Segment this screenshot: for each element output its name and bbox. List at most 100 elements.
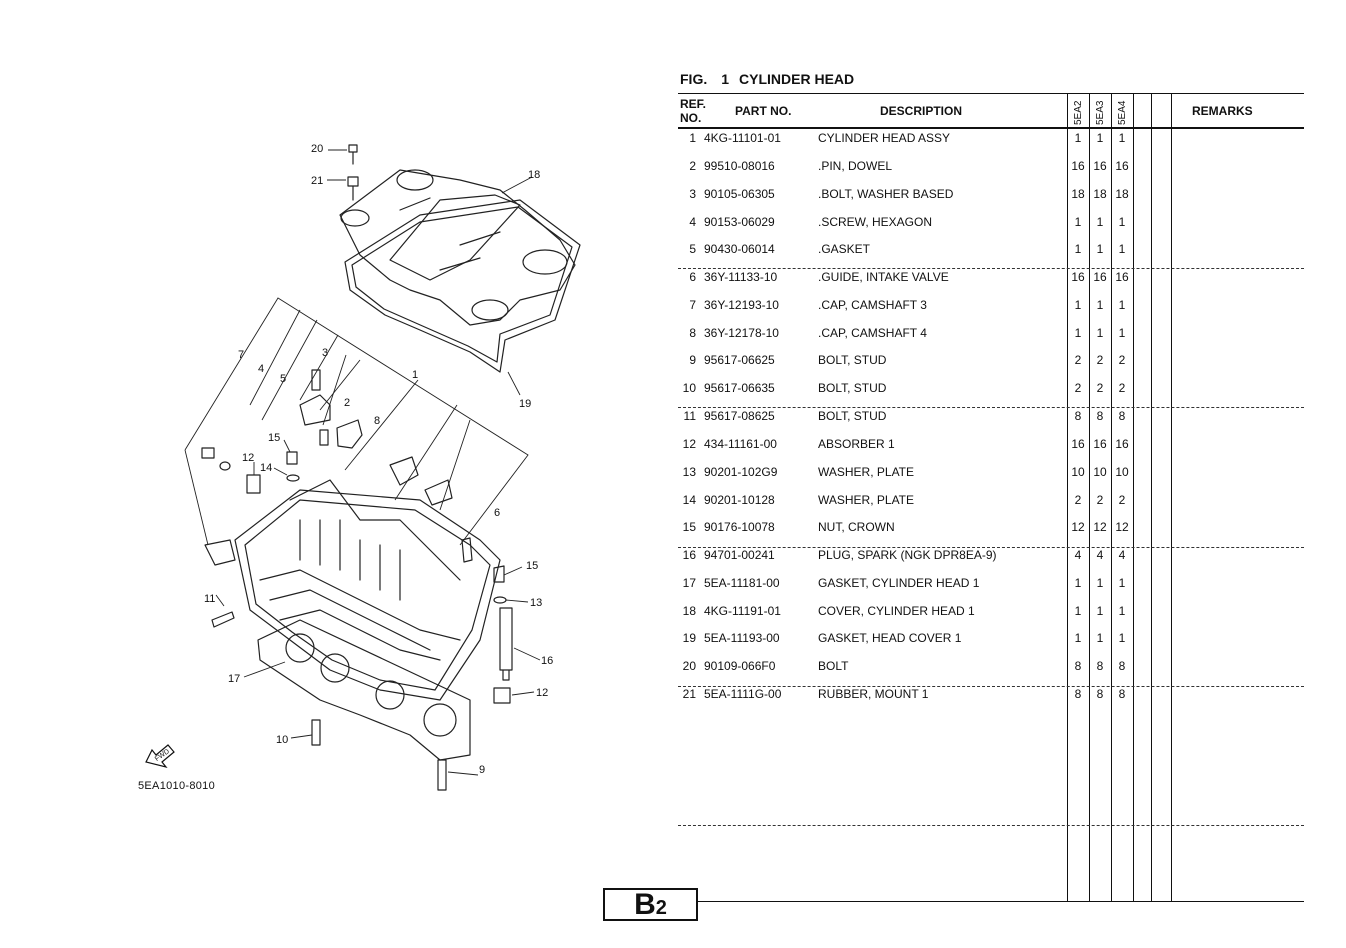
part-no-cell: 5EA-11193-00 — [704, 631, 780, 645]
callout-20: 20 — [311, 143, 323, 155]
qty-5ea2-cell: 8 — [1074, 687, 1082, 701]
description-cell: BOLT — [818, 659, 849, 673]
qty-5ea2-cell: 1 — [1074, 131, 1082, 145]
qty-5ea4-cell: 1 — [1118, 576, 1126, 590]
description-cell: .GUIDE, INTAKE VALVE — [818, 270, 949, 284]
qty-5ea3-cell: 8 — [1096, 659, 1104, 673]
qty-5ea3-cell: 1 — [1096, 131, 1104, 145]
ref-no-cell: 6 — [689, 270, 696, 284]
ref-no-cell: 14 — [682, 493, 696, 507]
ref-no-cell: 1 — [689, 131, 696, 145]
figure-name: CYLINDER HEAD — [739, 71, 855, 87]
ref-no-cell: 13 — [682, 465, 696, 479]
part-no-cell: 5EA-1111G-00 — [704, 687, 782, 701]
header-model-5ea3: 5EA3 — [1095, 100, 1106, 125]
part-no-cell: 90201-102G9 — [704, 465, 778, 479]
header-model-5ea4: 5EA4 — [1117, 100, 1128, 125]
ref-no-cell: 12 — [682, 437, 696, 451]
ref-no-cell: 21 — [682, 687, 696, 701]
callout-18: 18 — [528, 169, 540, 181]
qty-5ea2-cell: 1 — [1074, 631, 1082, 645]
qty-5ea2-cell: 1 — [1074, 298, 1082, 312]
ref-no-cell: 4 — [689, 215, 696, 229]
ref-no-cell: 9 — [689, 353, 696, 367]
qty-5ea3-cell: 8 — [1096, 687, 1104, 701]
ref-no-cell: 2 — [689, 159, 696, 173]
part-no-cell: 36Y-12178-10 — [704, 326, 779, 340]
header-ref-no: REF. NO. — [680, 97, 707, 125]
qty-5ea2-cell: 2 — [1074, 381, 1082, 395]
ref-no-cell: 11 — [683, 409, 696, 423]
callout-8: 8 — [374, 415, 380, 427]
qty-5ea4-cell: 12 — [1115, 520, 1129, 534]
part-no-cell: 90176-10078 — [704, 520, 775, 534]
qty-5ea3-cell: 1 — [1096, 631, 1104, 645]
svg-text:FWD: FWD — [154, 748, 171, 763]
qty-5ea2-cell: 8 — [1074, 659, 1082, 673]
qty-5ea2-cell: 2 — [1074, 353, 1082, 367]
part-no-cell: 90109-066F0 — [704, 659, 776, 673]
description-cell: .PIN, DOWEL — [818, 159, 893, 173]
figure-label: FIG. — [680, 71, 708, 87]
description-cell: PLUG, SPARK (NGK DPR8EA-9) — [818, 548, 997, 562]
part-no-cell: 5EA-11181-00 — [704, 576, 780, 590]
part-no-cell: 4KG-11101-01 — [704, 131, 781, 145]
part-no-cell: 36Y-12193-10 — [704, 298, 779, 312]
table-header-rule — [678, 127, 1304, 129]
callout-13: 13 — [530, 597, 542, 609]
description-cell: GASKET, HEAD COVER 1 — [818, 631, 962, 645]
qty-5ea2-cell: 16 — [1071, 437, 1085, 451]
qty-5ea3-cell: 4 — [1096, 548, 1104, 562]
header-part-no: PART NO. — [735, 104, 792, 118]
callout-17: 17 — [228, 673, 240, 685]
callout-19: 19 — [519, 398, 531, 410]
part-no-cell: 94701-00241 — [704, 548, 775, 562]
qty-5ea3-cell: 16 — [1093, 437, 1107, 451]
qty-5ea2-cell: 16 — [1071, 270, 1085, 284]
qty-5ea2-cell: 1 — [1074, 604, 1082, 618]
ref-no-cell: 20 — [682, 659, 696, 673]
part-no-cell: 95617-06635 — [704, 381, 775, 395]
qty-5ea4-cell: 16 — [1115, 159, 1129, 173]
description-cell: WASHER, PLATE — [818, 465, 915, 479]
table-top-rule — [678, 93, 1304, 94]
header-model-5ea2: 5EA2 — [1073, 100, 1084, 125]
qty-5ea4-cell: 1 — [1118, 298, 1126, 312]
part-no-cell: 95617-08625 — [704, 409, 775, 423]
qty-5ea3-cell: 1 — [1096, 298, 1104, 312]
cylinder-head-shape — [234, 489, 501, 701]
qty-5ea2-cell: 16 — [1071, 159, 1085, 173]
qty-5ea4-cell: 2 — [1118, 381, 1126, 395]
qty-5ea4-cell: 2 — [1118, 353, 1126, 367]
qty-5ea3-cell: 18 — [1093, 187, 1107, 201]
callout-9: 9 — [479, 764, 485, 776]
qty-5ea3-cell: 1 — [1096, 604, 1104, 618]
callout-5: 5 — [280, 373, 286, 385]
callout-6: 6 — [494, 507, 500, 519]
diagram-code: 5EA1010-8010 — [138, 780, 215, 792]
part-no-cell: 90201-10128 — [704, 493, 775, 507]
description-cell: BOLT, STUD — [818, 409, 887, 423]
ref-no-cell: 17 — [682, 576, 696, 590]
head-cover-gasket-shape — [344, 199, 581, 373]
qty-5ea4-cell: 1 — [1118, 326, 1126, 340]
callout-10: 10 — [276, 734, 288, 746]
description-cell: WASHER, PLATE — [818, 493, 915, 507]
qty-5ea4-cell: 8 — [1118, 659, 1126, 673]
callout-2: 2 — [344, 397, 350, 409]
ref-no-cell: 10 — [682, 381, 696, 395]
qty-5ea4-cell: 1 — [1118, 604, 1126, 618]
qty-5ea2-cell: 8 — [1074, 409, 1082, 423]
qty-5ea3-cell: 2 — [1096, 493, 1104, 507]
qty-5ea2-cell: 4 — [1074, 548, 1082, 562]
part-no-cell: 95617-06625 — [704, 353, 775, 367]
callout-11: 11 — [204, 593, 215, 605]
table-bottom-rule — [698, 901, 1304, 902]
qty-5ea4-cell: 18 — [1115, 187, 1129, 201]
exploded-parts-diagram: 20 21 18 19 7 4 5 3 1 2 8 15 12 14 6 15 … — [145, 143, 581, 791]
callout-3: 3 — [322, 347, 328, 359]
qty-5ea4-cell: 8 — [1118, 409, 1126, 423]
description-cell: .SCREW, HEXAGON — [818, 215, 933, 229]
qty-5ea3-cell: 2 — [1096, 353, 1104, 367]
